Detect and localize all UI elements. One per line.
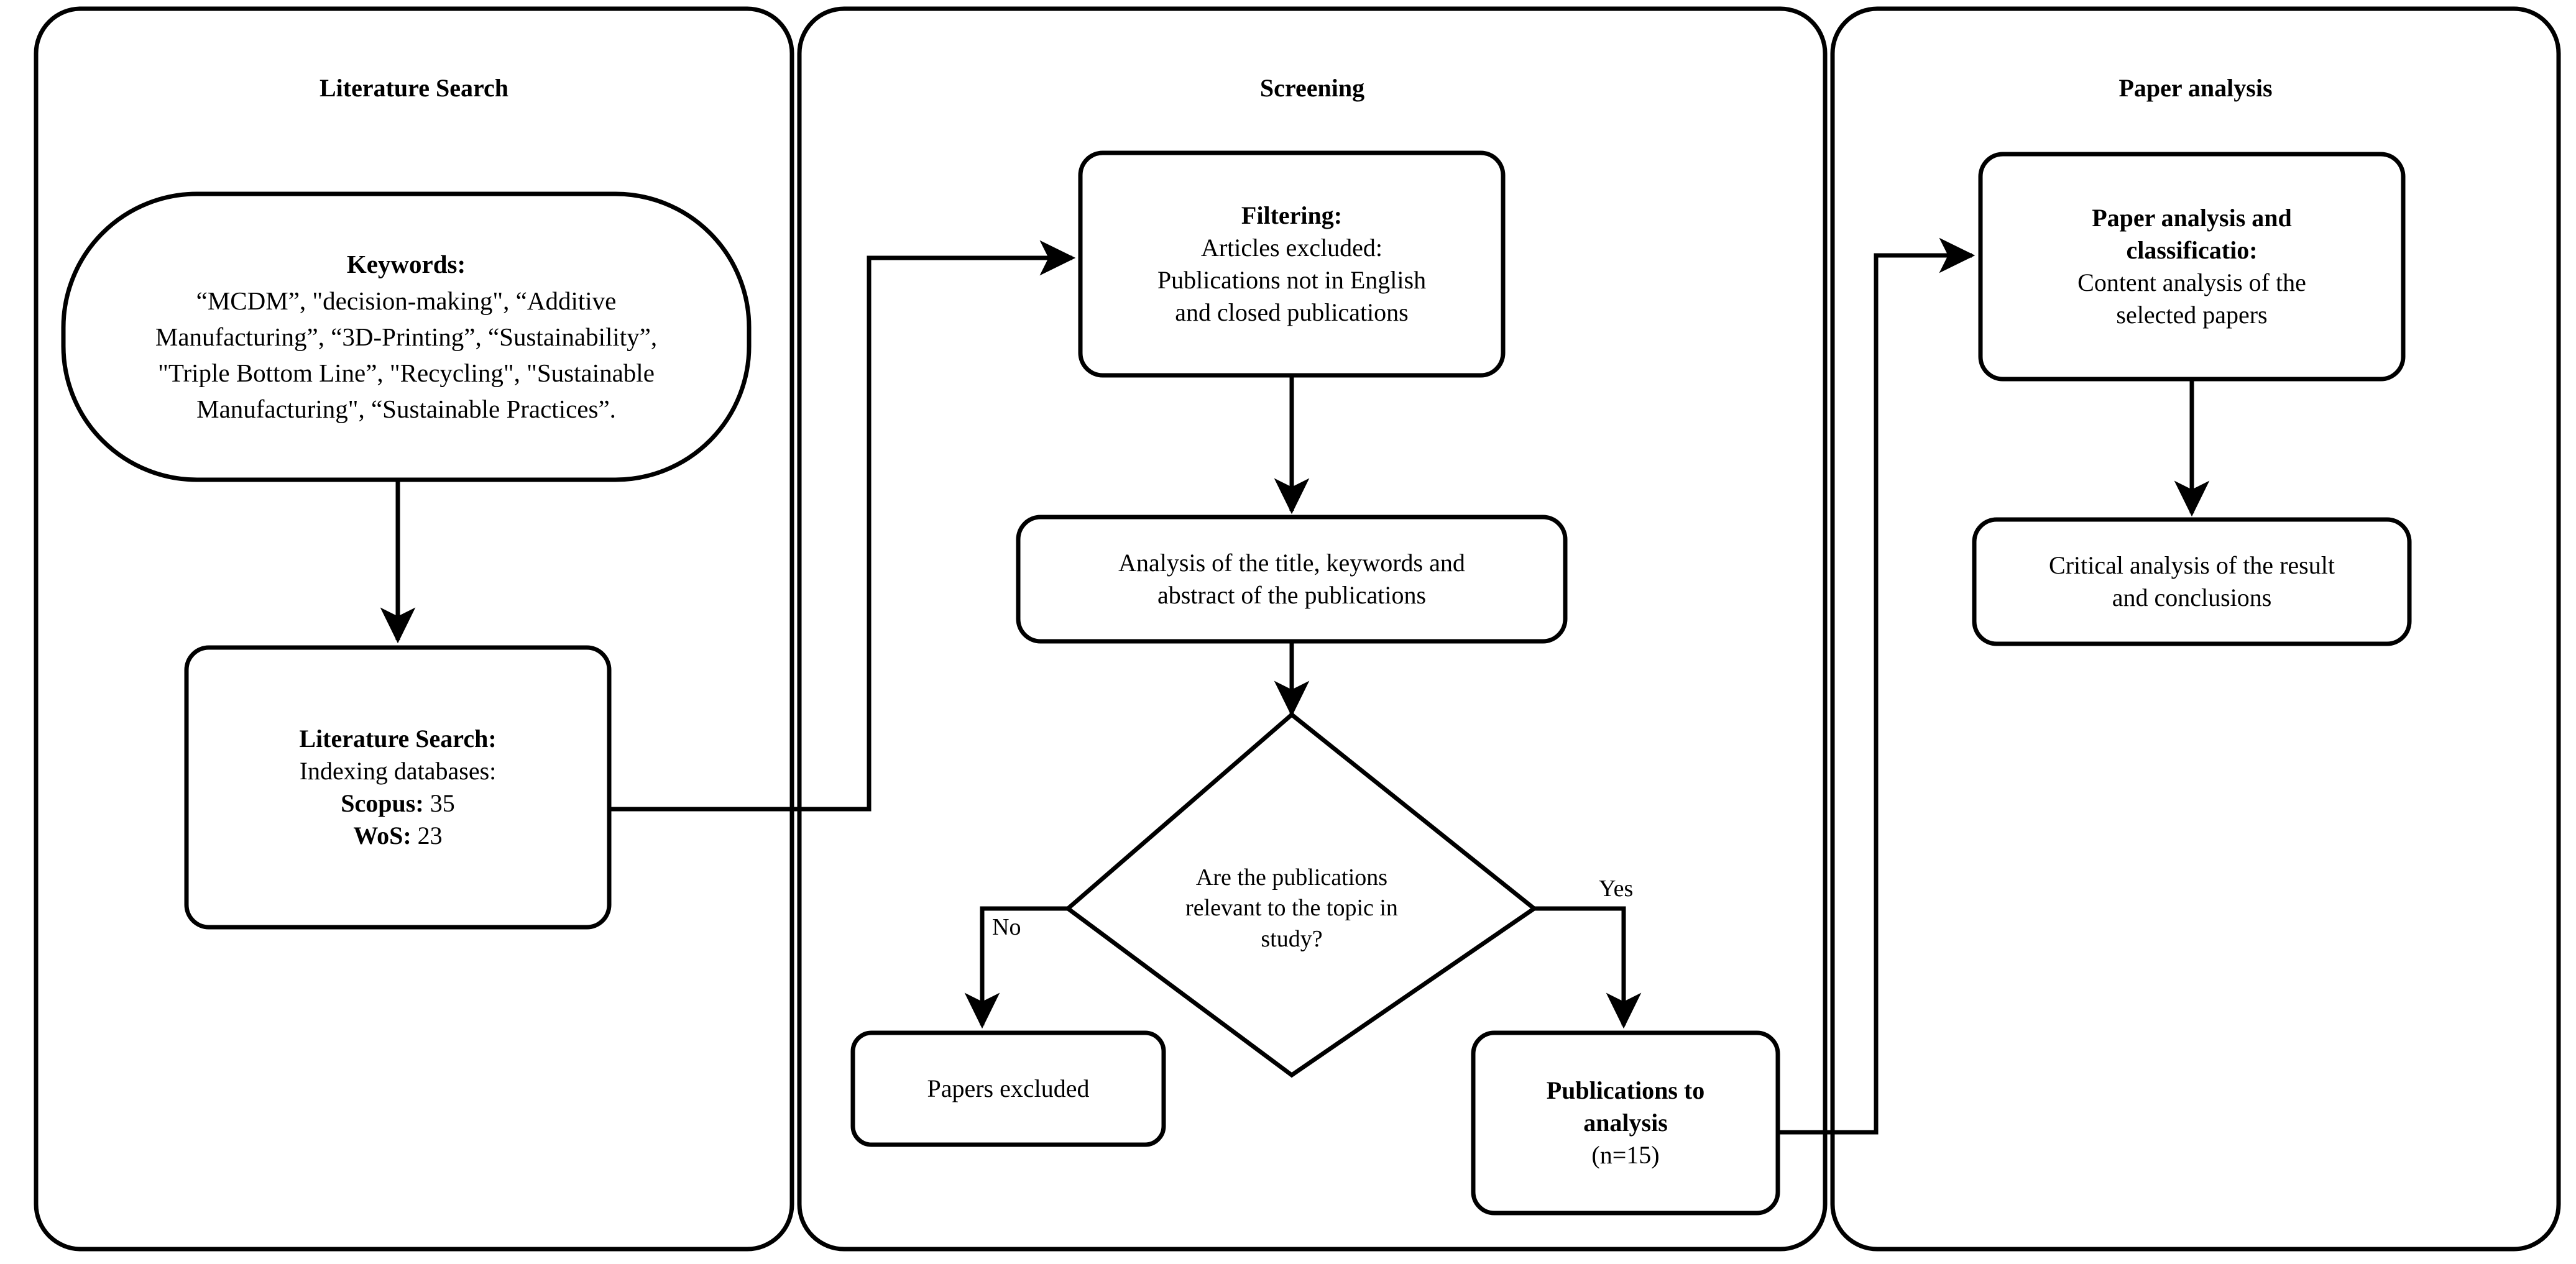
keywords-node-shape [61, 191, 752, 482]
critical-analysis-node-shape [1972, 517, 2412, 646]
filtering-node-shape [1078, 150, 1506, 378]
title-analysis-node-shape [1016, 515, 1568, 644]
literature-search-node-shape [184, 645, 612, 930]
decision-node-shape [1064, 712, 1538, 1078]
publications-to-analysis-node-shape [1471, 1030, 1780, 1216]
panel-title-literature-search: Literature Search [319, 74, 508, 102]
edge-label-yes: Yes [1599, 876, 1634, 902]
panel-title-paper-analysis: Paper analysis [2118, 74, 2273, 102]
panel-title-screening: Screening [1259, 74, 1365, 102]
edge-decision-yes [1534, 906, 1642, 1029]
edge-label-no: No [992, 914, 1021, 940]
edge-literature-search-to-filtering [609, 240, 1076, 812]
edge-decision-no [964, 906, 1068, 1029]
edge-publications-to-paper-analysis [1778, 237, 1976, 1135]
paper-analysis-classification-node-shape [1978, 152, 2406, 382]
papers-excluded-node-shape [850, 1030, 1166, 1147]
